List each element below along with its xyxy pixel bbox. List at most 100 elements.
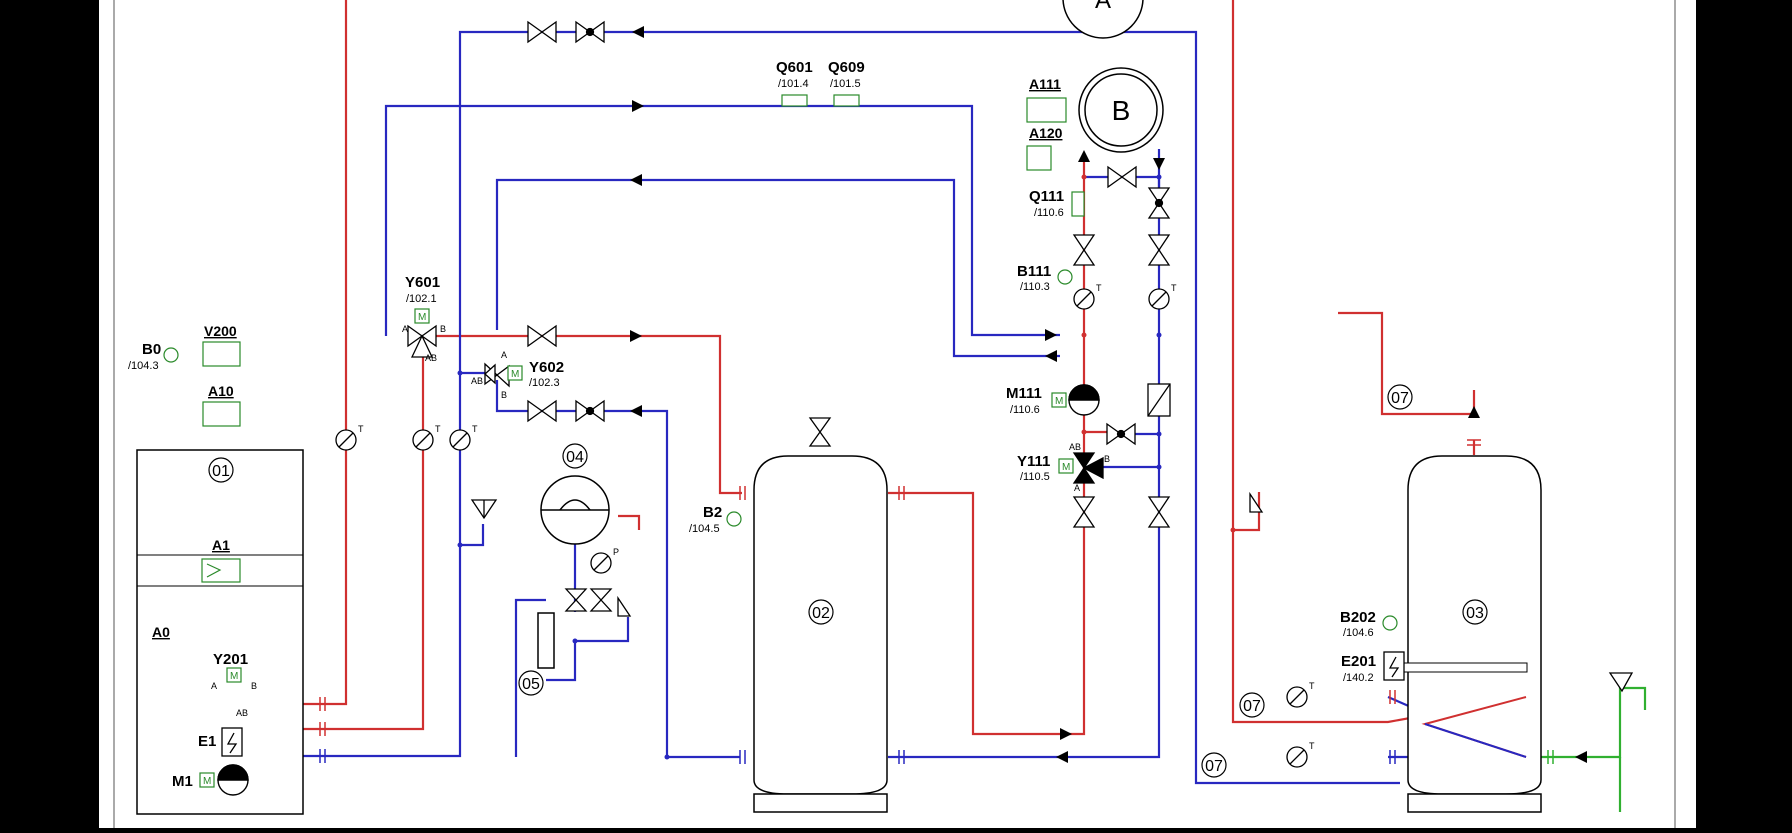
supply-pipe: [300, 336, 425, 731]
equipment-number-text: 01 02 03 04 05 07 07 07 B A: [212, 0, 1484, 775]
vent-valve: [808, 417, 832, 447]
dhw-tank-03: [1407, 455, 1542, 813]
dhw-heater-element: [1399, 662, 1528, 673]
gate-valve: [1147, 234, 1171, 266]
heater-e201-symbol: [1383, 651, 1405, 681]
flow-arrow: [1056, 751, 1068, 763]
tag-q111-ref: /110.6: [1034, 207, 1064, 219]
tag-b202: B202: [1340, 609, 1376, 626]
junctions-red: [1081, 174, 1236, 533]
a1-box-arrow: [206, 563, 222, 578]
svg-text:M: M: [1062, 462, 1070, 473]
mixing-valve-y601: [407, 324, 437, 358]
flow-arrow: [630, 405, 642, 417]
svg-text:M: M: [203, 776, 211, 787]
m111-module: [1051, 392, 1067, 408]
fill-valve: [589, 588, 613, 612]
expansion-vessel-number: 04: [566, 449, 584, 466]
boiler-01: [136, 449, 304, 815]
tag-q111: Q111: [1029, 188, 1064, 205]
v200-box: [202, 341, 241, 367]
supply-pipe: [1233, 492, 1261, 532]
tag-y111: Y111: [1017, 453, 1050, 470]
check-valve: [1147, 187, 1171, 219]
flow-arrow: [630, 174, 642, 186]
tag-m111-ref: /110.6: [1010, 404, 1040, 416]
tag-e1: E1: [198, 733, 216, 750]
pipe-flanges: [319, 439, 1481, 736]
svg-text:AB: AB: [1069, 442, 1081, 452]
supply-pipe: [423, 334, 742, 495]
svg-text:M: M: [230, 671, 238, 682]
gate-valve: [527, 399, 557, 423]
tag-b0-ref: /104.3: [128, 360, 159, 372]
module-letters: M M M M M M: [203, 312, 1070, 787]
tag-b2: B2: [703, 504, 722, 521]
svg-text:T: T: [1171, 283, 1177, 293]
gate-valve: [1072, 234, 1096, 266]
buffer-tank-02: [753, 455, 888, 813]
expansion-vessel-04: [540, 475, 610, 545]
pipe-flanges-cold: [1547, 750, 1554, 764]
return-pipe: [300, 30, 1400, 785]
flow-arrow: [1468, 406, 1480, 418]
safety-valve: [470, 499, 498, 520]
y111-module: [1058, 458, 1074, 474]
tag-e201-ref: /140.2: [1343, 672, 1374, 684]
svg-text:T: T: [1096, 283, 1102, 293]
tag-y602: Y602: [529, 359, 564, 376]
tag-q609: Q609: [828, 59, 865, 76]
dhw-tank-number: 03: [1466, 605, 1484, 622]
mixing-valve-y111: [1072, 452, 1104, 484]
return-pipe: [495, 380, 740, 759]
supply-pipe: [300, 0, 348, 706]
svg-text:T: T: [1309, 741, 1315, 751]
flow-arrow: [632, 100, 644, 112]
svg-text:A: A: [211, 681, 217, 691]
m1-module: [199, 772, 215, 788]
b202-sensor: [1382, 615, 1398, 631]
svg-text:B: B: [501, 390, 507, 400]
dhw-coil-return: [1424, 723, 1527, 758]
fill-valve: [564, 588, 588, 612]
safety-valve: [1608, 672, 1634, 693]
tag-b0: B0: [142, 341, 161, 358]
right-margin: [1696, 0, 1792, 828]
q111-box: [1071, 191, 1085, 217]
return-pipe: [888, 177, 1161, 759]
tag-a120: A120: [1029, 125, 1063, 141]
svg-text:A: A: [1074, 483, 1080, 493]
a111-box: [1026, 97, 1067, 123]
y601-module: [414, 308, 430, 324]
svg-text:AB: AB: [425, 353, 437, 363]
heater-e1-symbol: [221, 727, 243, 757]
fill-unit-number: 05: [522, 676, 540, 693]
tag-b202-ref: /104.6: [1343, 627, 1374, 639]
svg-text:T: T: [1309, 681, 1315, 691]
loop-number: 07: [1205, 758, 1223, 775]
tag-y602-ref: /102.3: [529, 377, 560, 389]
labels: Y601 /102.1 Y602 /102.3 Q601 /101.4 Q609…: [128, 59, 1376, 790]
tag-b111: B111: [1017, 263, 1051, 280]
a120-box: [1026, 145, 1052, 171]
flow-arrow: [1575, 751, 1587, 763]
buffer-tank-number: 02: [812, 605, 830, 622]
svg-text:T: T: [435, 424, 441, 434]
svg-text:AB: AB: [236, 708, 248, 718]
svg-text:B: B: [440, 324, 446, 334]
tag-a0: A0: [152, 624, 170, 640]
svg-text:B: B: [251, 681, 257, 691]
tag-m1: M1: [172, 773, 193, 790]
consumer-a: [1062, 0, 1144, 39]
b0-sensor: [163, 347, 179, 363]
tag-q601: Q601: [776, 59, 813, 76]
consumer-b: [1078, 67, 1164, 153]
flow-arrow: [1078, 150, 1090, 162]
equipment-numbers: [208, 384, 1488, 778]
return-pipe: [384, 104, 1060, 337]
q601-box: [781, 94, 808, 107]
svg-text:AB: AB: [471, 376, 483, 386]
check-valve: [1106, 422, 1136, 446]
tag-q601-ref: /101.4: [778, 78, 809, 90]
